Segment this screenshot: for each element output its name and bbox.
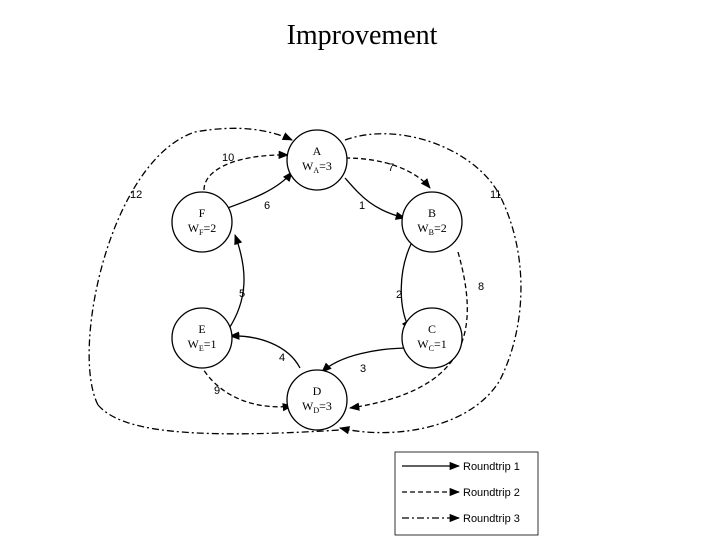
svg-text:WC=1: WC=1 — [417, 337, 446, 353]
svg-text:WA=3: WA=3 — [302, 159, 332, 175]
svg-text:WB=2: WB=2 — [417, 221, 446, 237]
edge-b-d-outer — [348, 251, 468, 411]
svg-text:F: F — [199, 206, 206, 220]
edge-f-a-big — [88, 127, 293, 406]
node-d: D WD=3 — [286, 369, 348, 431]
edge-label-f-a: 6 — [264, 200, 270, 212]
svg-text:C: C — [428, 322, 436, 336]
edge-label-d-e: 4 — [279, 352, 285, 364]
node-a: A WA=3 — [286, 129, 348, 191]
svg-text:WE=1: WE=1 — [188, 337, 217, 353]
edge-label-b-d-big: 11 — [490, 189, 501, 201]
legend: Roundtrip 1 Roundtrip 2 Roundtrip 3 — [394, 451, 539, 536]
edge-f-a — [221, 171, 293, 211]
edge-a-b-inner — [344, 177, 407, 220]
edge-left-loop — [97, 404, 341, 435]
edge-e-d-outer — [199, 363, 294, 412]
edge-label-f-a-big: 12 — [130, 189, 142, 201]
edge-label-e-d-outer: 9 — [214, 385, 220, 397]
svg-text:Roundtrip 3: Roundtrip 3 — [463, 513, 520, 525]
svg-text:Roundtrip 1: Roundtrip 1 — [463, 461, 520, 473]
edge-f-a-outer — [203, 150, 290, 191]
edge-label-b-c: 2 — [396, 289, 402, 301]
svg-text:A: A — [313, 144, 322, 158]
edge-a-b — [344, 157, 431, 189]
edge-d-e — [228, 331, 301, 369]
svg-text:WF=2: WF=2 — [188, 221, 217, 237]
edge-e-f — [227, 234, 245, 331]
diagram-title: Improvement — [287, 20, 438, 51]
legend-item-solid: Roundtrip 1 — [402, 461, 520, 473]
node-c: C WC=1 — [401, 307, 463, 369]
svg-text:E: E — [198, 322, 205, 336]
node-b: B WB=2 — [401, 191, 463, 253]
svg-text:D: D — [313, 384, 322, 398]
svg-text:Roundtrip 2: Roundtrip 2 — [463, 487, 520, 499]
node-f: F WF=2 — [171, 191, 233, 253]
edge-label-e-f: 5 — [239, 288, 245, 300]
edge-label-a-b: 7 — [388, 162, 394, 174]
legend-item-dashed: Roundtrip 2 — [402, 487, 520, 499]
edge-c-d — [321, 347, 411, 373]
node-e: E WE=1 — [171, 307, 233, 369]
svg-text:WD=3: WD=3 — [302, 399, 332, 415]
edge-b-d-big — [338, 133, 522, 435]
svg-text:B: B — [428, 206, 436, 220]
edge-label-f-a-outer: 10 — [222, 152, 234, 164]
edge-label-b-d-outer: 8 — [478, 281, 484, 293]
legend-item-dashdot: Roundtrip 3 — [402, 513, 520, 525]
edge-label-a-b-inner: 1 — [359, 200, 365, 212]
edge-label-c-d: 3 — [360, 363, 366, 375]
